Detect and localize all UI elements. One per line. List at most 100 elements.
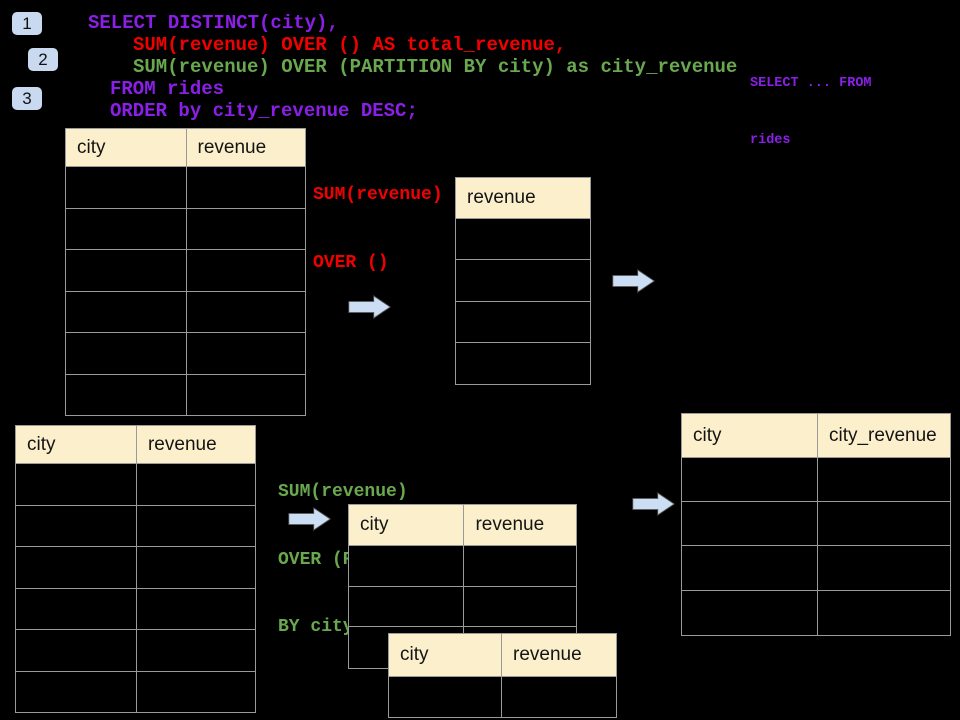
table-row <box>66 208 306 250</box>
table-row <box>349 586 576 628</box>
sql-line-partition: SUM(revenue) OVER (PARTITION BY city) as… <box>133 56 738 78</box>
table-cell <box>135 630 255 671</box>
table-row <box>66 333 305 375</box>
table-cell <box>682 458 817 501</box>
arrow-right-icon <box>632 492 676 516</box>
annotation-total-line-2: OVER () <box>313 252 389 273</box>
table-row <box>16 588 255 630</box>
table-row <box>456 302 590 343</box>
table-header-row: city revenue <box>389 634 616 677</box>
table-row <box>456 219 590 261</box>
arrow-right-icon <box>612 269 656 293</box>
table-cell <box>135 588 255 629</box>
table-cell <box>16 672 136 714</box>
table-row <box>682 590 950 635</box>
table-cell <box>682 502 817 545</box>
table-body <box>66 167 305 416</box>
table-row <box>682 546 950 591</box>
column-header-revenue: revenue <box>185 129 306 166</box>
table-body <box>16 464 255 713</box>
annotation-total-line-1: SUM(revenue) <box>313 185 443 205</box>
table-row <box>16 505 255 547</box>
column-header-city: city <box>400 644 429 665</box>
step-badge-1: 1 <box>12 12 42 35</box>
table-cell <box>463 586 576 627</box>
table-cell <box>185 291 306 332</box>
table-header-row: city revenue <box>16 426 255 464</box>
table-header-row: city city_revenue <box>682 414 950 458</box>
column-header-revenue: revenue <box>463 505 576 545</box>
table-partition-overlay: city revenue <box>388 633 617 718</box>
table-row <box>349 546 576 587</box>
sql-line-order: ORDER by city_revenue DESC; <box>110 100 418 122</box>
step-badge-2: 2 <box>28 48 58 71</box>
side-code-snippet: SELECT ... FROM rides <box>750 36 872 188</box>
table-cell <box>349 587 463 627</box>
table-row <box>456 343 590 384</box>
table-cell <box>816 458 950 502</box>
table-cell <box>66 250 186 291</box>
side-code-line-1: SELECT ... FROM <box>750 76 872 91</box>
annotation-partition-line-1: SUM(revenue) <box>278 482 408 502</box>
arrow-right-icon <box>348 295 392 319</box>
table-cell <box>66 167 186 208</box>
table-row <box>66 167 305 209</box>
table-source-top: city revenue <box>65 128 306 416</box>
column-header-revenue: revenue <box>501 634 616 676</box>
table-cell <box>185 208 306 249</box>
table-cell <box>501 677 616 717</box>
table-cell <box>389 677 501 717</box>
table-row <box>16 547 255 589</box>
table-row <box>66 250 305 292</box>
annotation-total-revenue: SUM(revenue) OVER () <box>313 139 443 319</box>
table-cell <box>456 343 590 384</box>
table-body <box>389 677 616 717</box>
table-cell <box>16 589 136 630</box>
table-cell <box>135 464 255 505</box>
table-cell <box>682 591 817 635</box>
sql-line-total: SUM(revenue) OVER () AS total_revenue, <box>133 34 567 56</box>
table-source-bottom: city revenue <box>15 425 256 713</box>
table-cell <box>456 302 590 342</box>
table-cell <box>66 333 186 374</box>
table-cell <box>185 250 306 291</box>
table-cell <box>135 671 255 713</box>
table-cell <box>135 505 255 546</box>
table-row <box>66 291 306 333</box>
table-cell <box>816 502 950 546</box>
column-header-revenue: revenue <box>135 426 255 463</box>
table-header-row: city revenue <box>349 505 576 546</box>
step-badge-3: 3 <box>12 87 42 110</box>
sql-line-from: FROM rides <box>110 78 225 100</box>
table-cell <box>463 546 576 586</box>
table-row <box>682 458 950 503</box>
column-header-city: city <box>693 424 722 446</box>
table-cell <box>66 292 186 333</box>
sql-line-select: SELECT DISTINCT(city), <box>88 12 339 34</box>
table-cell <box>456 219 590 259</box>
table-header-row: city revenue <box>66 129 305 167</box>
table-cell <box>66 375 186 417</box>
table-row <box>16 630 255 672</box>
table-cell <box>16 630 136 671</box>
table-row <box>66 374 306 417</box>
table-header-row: revenue <box>456 178 590 219</box>
side-code-line-2: rides <box>750 133 791 148</box>
table-cell <box>16 464 136 505</box>
table-row <box>682 502 950 547</box>
table-cell <box>185 374 306 416</box>
table-cell <box>682 546 817 589</box>
column-header-city: city <box>77 136 106 158</box>
table-row <box>16 671 255 714</box>
table-cell <box>185 333 306 374</box>
table-cell <box>16 506 136 547</box>
column-header-city-revenue: city_revenue <box>816 414 950 457</box>
arrow-right-icon <box>288 507 332 531</box>
table-cell <box>16 547 136 588</box>
table-body <box>682 458 950 635</box>
table-cell <box>349 546 463 586</box>
table-total-revenue: revenue <box>455 177 591 385</box>
table-row <box>456 260 590 302</box>
table-cell <box>456 260 590 300</box>
